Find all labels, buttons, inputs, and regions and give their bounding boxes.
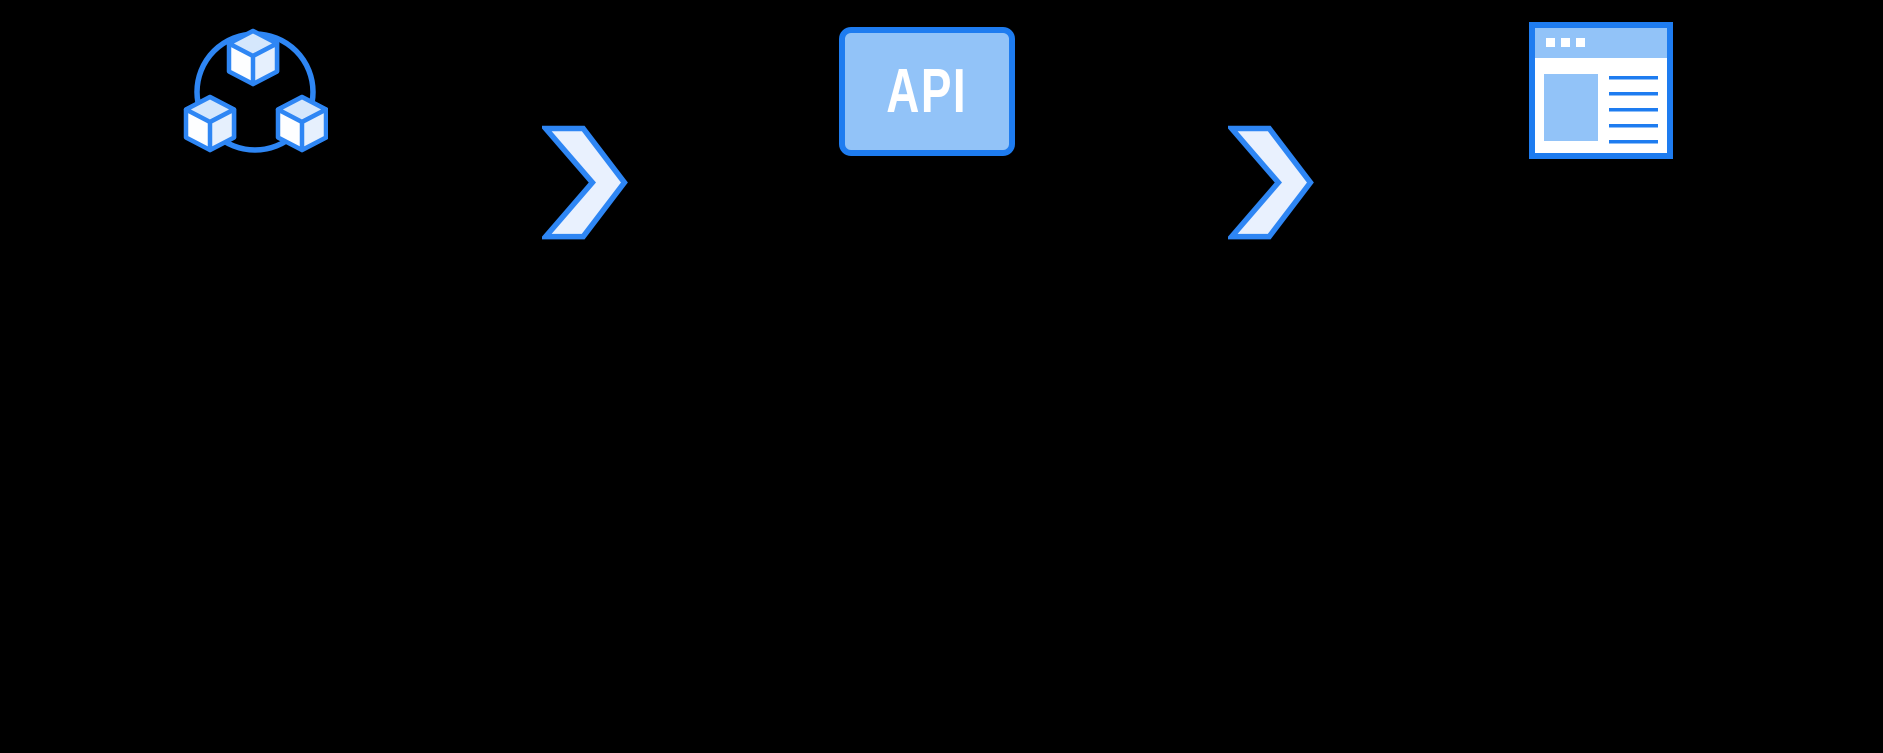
web-application-node [1529,22,1673,159]
text-line [1609,140,1658,144]
content-block [1544,74,1598,141]
chevron-right-glyph [542,125,628,240]
browser-window-icon [1529,22,1673,159]
chevron-right-glyph [1228,125,1314,240]
text-line [1609,76,1658,80]
blockchain-network-node [182,26,328,162]
chevron-right-icon [542,123,629,243]
browser-titlebar [1535,28,1667,58]
api-label: API [886,56,968,126]
api-node: API [839,27,1015,156]
text-line [1609,108,1658,112]
window-dot [1546,38,1555,47]
window-dot [1561,38,1570,47]
blockchain-cubes-icon [183,28,328,153]
chevron-right-icon [1228,123,1315,243]
window-dot [1576,38,1585,47]
text-line [1609,124,1658,128]
text-line [1609,92,1658,96]
